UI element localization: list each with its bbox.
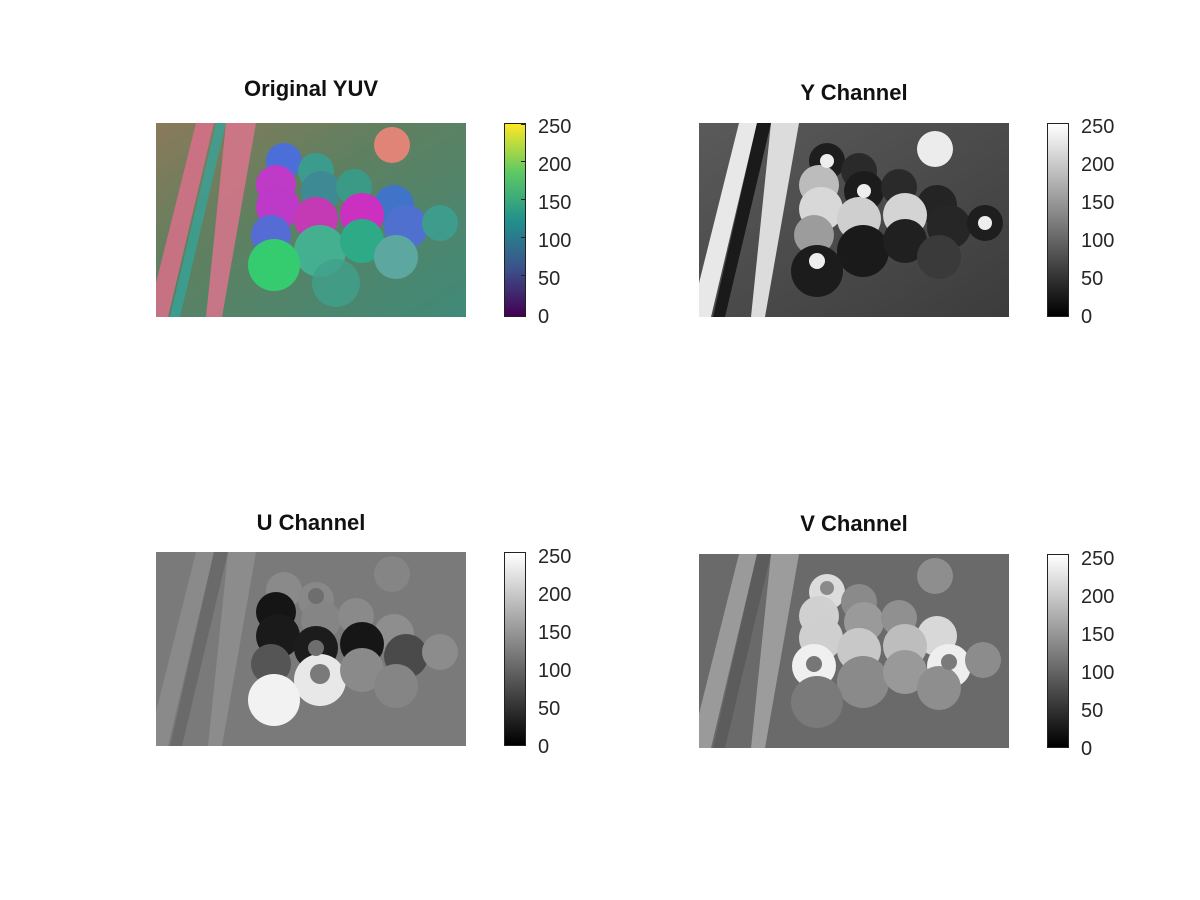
colorbar-tick-label: 200 xyxy=(1081,154,1115,176)
original-yuv-image xyxy=(156,123,466,317)
colorbar-tick-label: 150 xyxy=(538,192,572,214)
colorbar-tick-label: 50 xyxy=(1081,268,1104,290)
colorbar-tick-label: 50 xyxy=(538,268,561,290)
colorbar-gray xyxy=(1047,554,1069,748)
colorbar-tick-label: 0 xyxy=(538,306,550,328)
u-channel-image xyxy=(156,552,466,746)
colorbar-tick-label: 50 xyxy=(1081,700,1104,722)
panel-title-v-channel: V Channel xyxy=(800,511,908,536)
colorbar-tick-label: 250 xyxy=(538,116,572,138)
v-channel-image xyxy=(699,554,1009,748)
colorbar-tick-label: 50 xyxy=(538,698,561,720)
colorbar-tick-label: 150 xyxy=(538,622,572,644)
colorbar-gray xyxy=(504,552,526,746)
colorbar-tick-label: 100 xyxy=(1081,662,1115,684)
colorbar-tick-label: 250 xyxy=(1081,116,1115,138)
colorbar-gray xyxy=(1047,123,1069,317)
colorbar-tick-label: 100 xyxy=(538,660,572,682)
colorbar-viridis xyxy=(504,123,526,317)
colorbar-tick-label: 150 xyxy=(1081,192,1115,214)
colorbar-tick-label: 200 xyxy=(538,584,572,606)
y-channel-image xyxy=(699,123,1009,317)
colorbar-tick-label: 250 xyxy=(538,546,572,568)
colorbar-tick-label: 250 xyxy=(1081,548,1115,570)
colorbar-tick-label: 200 xyxy=(1081,586,1115,608)
colorbar-tick-label: 150 xyxy=(1081,624,1115,646)
panel-title-y-channel: Y Channel xyxy=(800,80,908,105)
colorbar-tick-label: 0 xyxy=(1081,738,1093,760)
colorbar-tick-label: 0 xyxy=(538,736,550,758)
colorbar-tick-label: 100 xyxy=(538,230,572,252)
panel-title-u-channel: U Channel xyxy=(256,510,366,535)
colorbar-tick-label: 0 xyxy=(1081,306,1093,328)
panel-title-original-yuv: Original YUV xyxy=(243,76,379,101)
colorbar-tick-label: 200 xyxy=(538,154,572,176)
colorbar-tick-label: 100 xyxy=(1081,230,1115,252)
